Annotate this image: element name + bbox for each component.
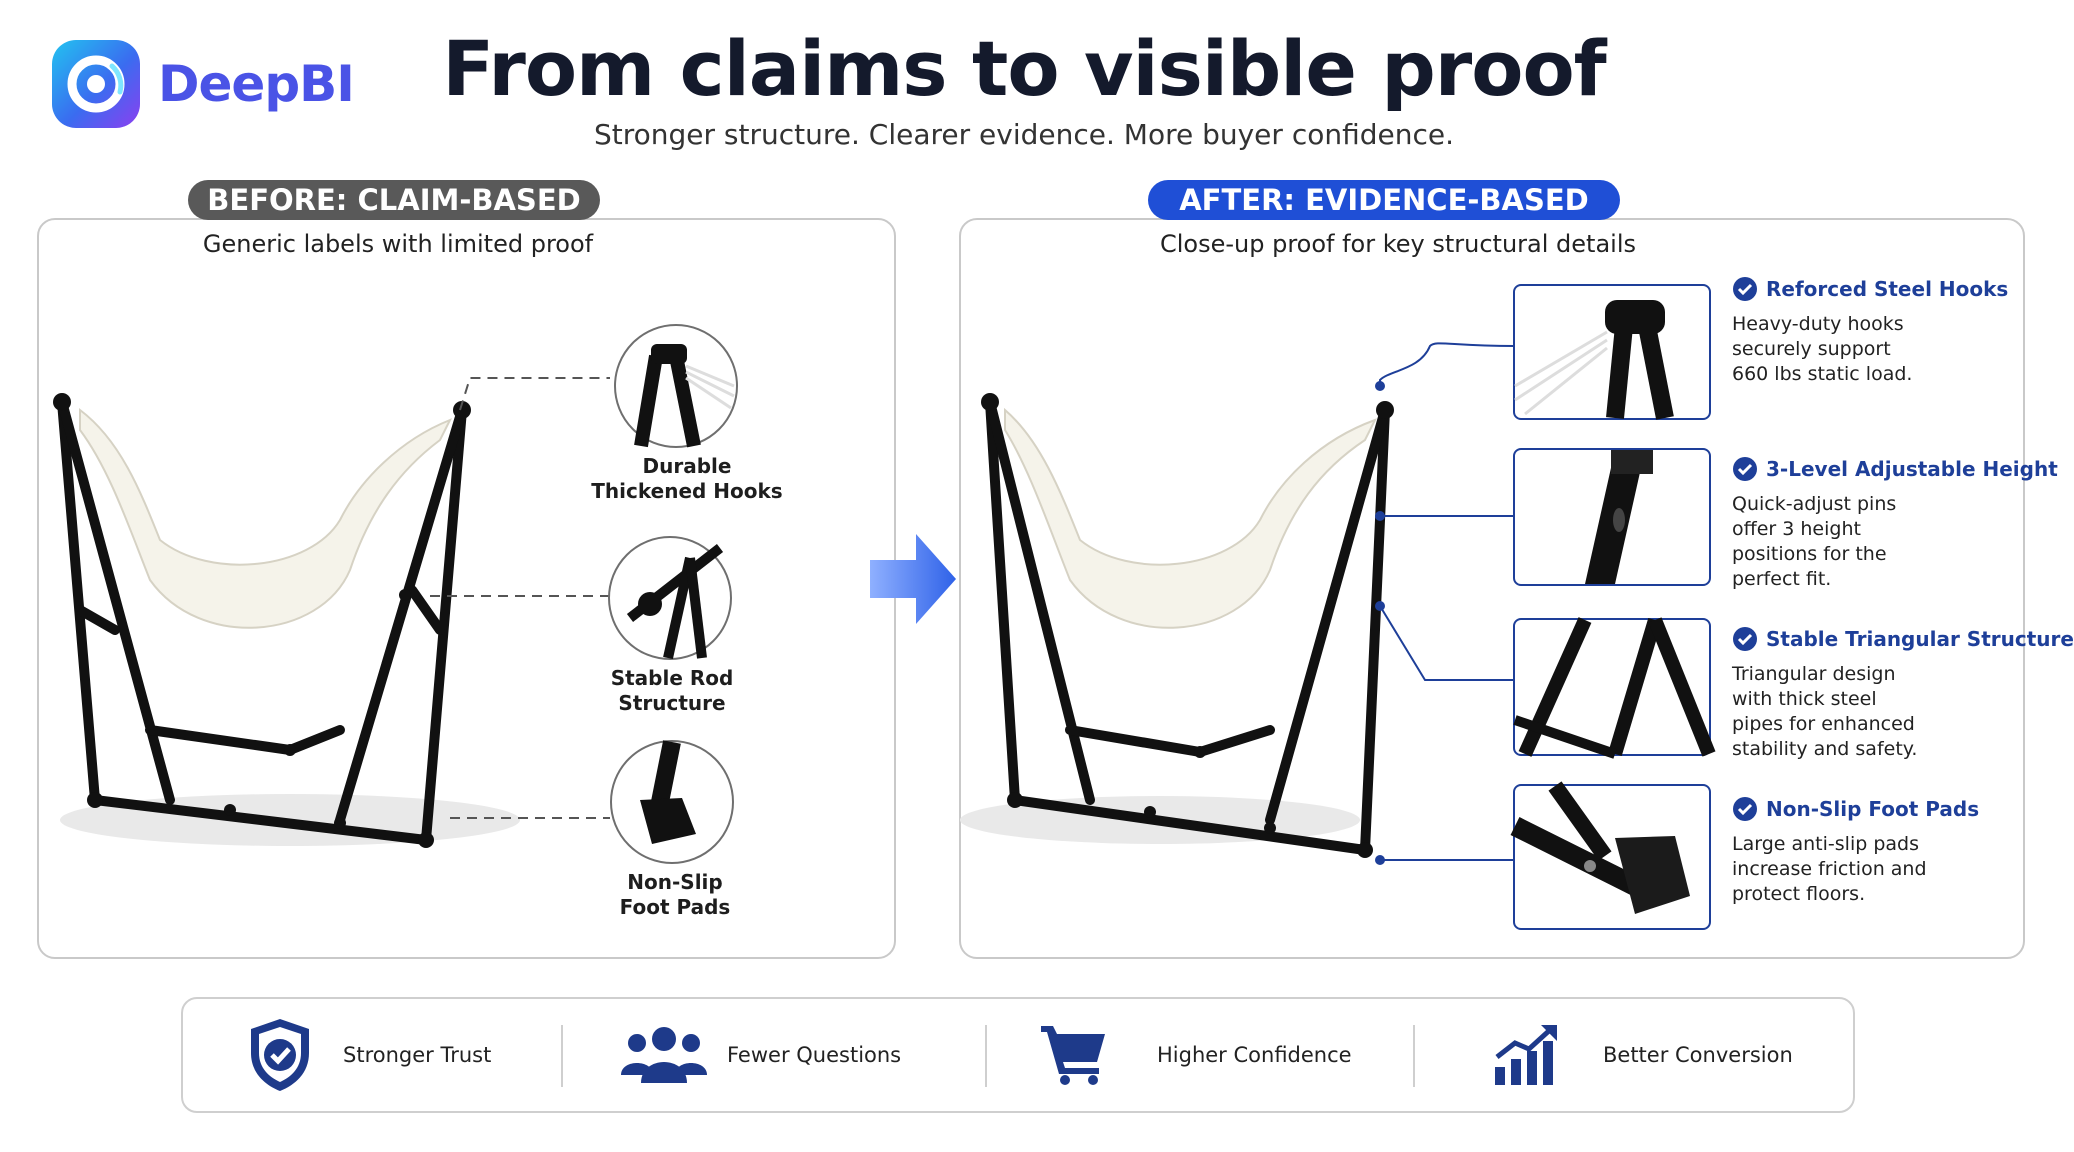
shield-check-icon (251, 1019, 309, 1091)
benefit-confidence-label: Higher Confidence (1157, 1043, 1352, 1067)
feature-triangle-desc: Triangular design with thick steel pipes… (1732, 663, 1918, 760)
before-callout-rod-circle (608, 536, 732, 660)
page-subtitle: Stronger structure. Clearer evidence. Mo… (593, 118, 1454, 151)
benefit-trust: Stronger Trust (247, 999, 491, 1111)
check-circle-icon (1733, 797, 1757, 821)
after-callout-lines (1375, 342, 1515, 865)
height-pin-closeup-icon (1585, 450, 1653, 584)
benefit-divider (1413, 1025, 1415, 1087)
benefit-divider (561, 1025, 563, 1087)
rod-joint-closeup-icon (626, 544, 724, 660)
feature-footpads: Non-Slip Foot Pads Large anti-slip pads … (1732, 796, 2032, 907)
before-callout-rod-label: Stable Rod Structure (610, 666, 734, 715)
page-title: From claims to visible proof (442, 24, 1606, 113)
feature-height-desc: Quick-adjust pins offer 3 height positio… (1732, 493, 1897, 590)
detail-triangle-image (1513, 617, 1716, 759)
people-group-icon (621, 1027, 707, 1083)
steel-hook-closeup-icon (1514, 300, 1674, 420)
foot-pad-closeup-icon (640, 740, 696, 844)
before-callout-foot-label: Non-Slip Foot Pads (619, 870, 731, 919)
detail-hook-image (1513, 284, 1711, 420)
feature-hooks: Reforced Steel Hooks Heavy-duty hooks se… (1732, 276, 2032, 387)
feature-hooks-desc: Heavy-duty hooks securely support 660 lb… (1732, 313, 1913, 385)
check-circle-icon (1733, 457, 1757, 481)
detail-height-image (1513, 448, 1711, 586)
check-circle-icon (1733, 277, 1757, 301)
feature-footpads-title: Non-Slip Foot Pads (1766, 797, 1980, 821)
after-caption: Close-up proof for key structural detail… (1159, 230, 1637, 258)
benefit-trust-label: Stronger Trust (343, 1043, 492, 1067)
feature-height: 3-Level Adjustable Height Quick-adjust p… (1732, 456, 2058, 592)
before-callout-hook-circle (614, 324, 738, 448)
benefit-questions-label: Fewer Questions (727, 1043, 902, 1067)
hammock-stand-after-image (960, 393, 1394, 858)
brand-name: DeepBI (158, 55, 355, 113)
benefit-confidence: Higher Confidence (1041, 999, 1352, 1111)
benefit-divider (985, 1025, 987, 1087)
detail-foot-image (1510, 781, 1711, 930)
hammock-stand-before-image (53, 393, 520, 848)
growth-chart-icon (1495, 1025, 1557, 1085)
feature-triangle: Stable Triangular Structure Triangular d… (1732, 626, 2074, 762)
benefit-questions: Fewer Questions (621, 999, 901, 1111)
before-callout-hook-label: Durable Thickened Hooks (591, 454, 783, 503)
hook-closeup-icon (634, 344, 735, 448)
before-badge: BEFORE: CLAIM-BASED (188, 180, 600, 220)
deepbi-logo-icon (52, 40, 140, 128)
benefits-bar: Stronger Trust Fewer Questions Higher Co… (181, 997, 1855, 1113)
benefit-conversion: Better Conversion (1493, 999, 1793, 1111)
before-callout-foot-circle (610, 740, 734, 864)
feature-height-title: 3-Level Adjustable Height (1766, 457, 2058, 481)
feature-footpads-desc: Large anti-slip pads increase friction a… (1732, 833, 1927, 905)
benefit-conversion-label: Better Conversion (1603, 1043, 1793, 1067)
foot-pad-detail-icon (1510, 781, 1690, 914)
transition-arrow-icon (870, 534, 956, 624)
brand-logo: DeepBI (50, 38, 355, 130)
before-caption: Generic labels with limited proof (202, 230, 594, 258)
feature-hooks-title: Reforced Steel Hooks (1766, 277, 2009, 301)
triangle-structure-closeup-icon (1513, 617, 1716, 759)
shopping-cart-icon (1041, 1026, 1105, 1085)
before-callout-lines (430, 377, 610, 819)
feature-triangle-title: Stable Triangular Structure (1766, 627, 2074, 651)
after-badge: AFTER: EVIDENCE-BASED (1148, 180, 1620, 220)
check-circle-icon (1733, 627, 1757, 651)
